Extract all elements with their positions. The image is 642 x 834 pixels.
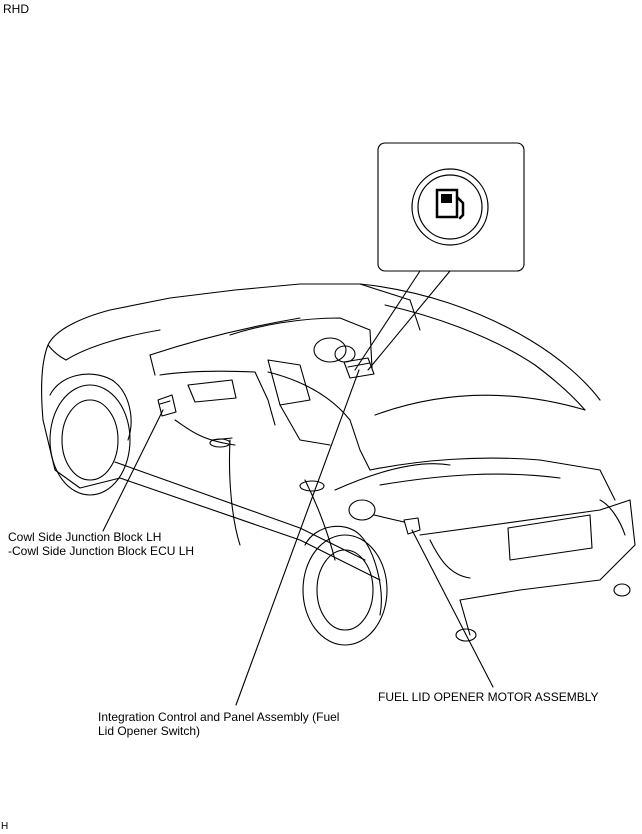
callout-integration-line-1: Integration Control and Panel Assembly (… (98, 710, 340, 724)
cowl-junction-block-marker (157, 394, 177, 417)
callout-cowl-line-1: Cowl Side Junction Block LH (8, 530, 162, 544)
fuel-lid-motor-leader-line (411, 529, 494, 688)
fuel-pump-icon (411, 168, 489, 246)
callout-cowl-line-2: -Cowl Side Junction Block ECU LH (8, 544, 195, 558)
integration-panel-marker (343, 357, 375, 379)
inset-callout (354, 142, 525, 371)
cowl-leader-line (102, 409, 164, 532)
footer-code: H (1, 821, 9, 832)
vehicle-variant-label: RHD (3, 2, 29, 16)
callout-integration-line-2: Lid Opener Switch) (98, 724, 201, 738)
integration-leader-line (235, 369, 360, 706)
vehicle-outline (41, 283, 636, 646)
fuel-lid-motor-marker (373, 514, 421, 535)
callout-fuel-lid-motor: FUEL LID OPENER MOTOR ASSEMBLY (378, 690, 599, 704)
